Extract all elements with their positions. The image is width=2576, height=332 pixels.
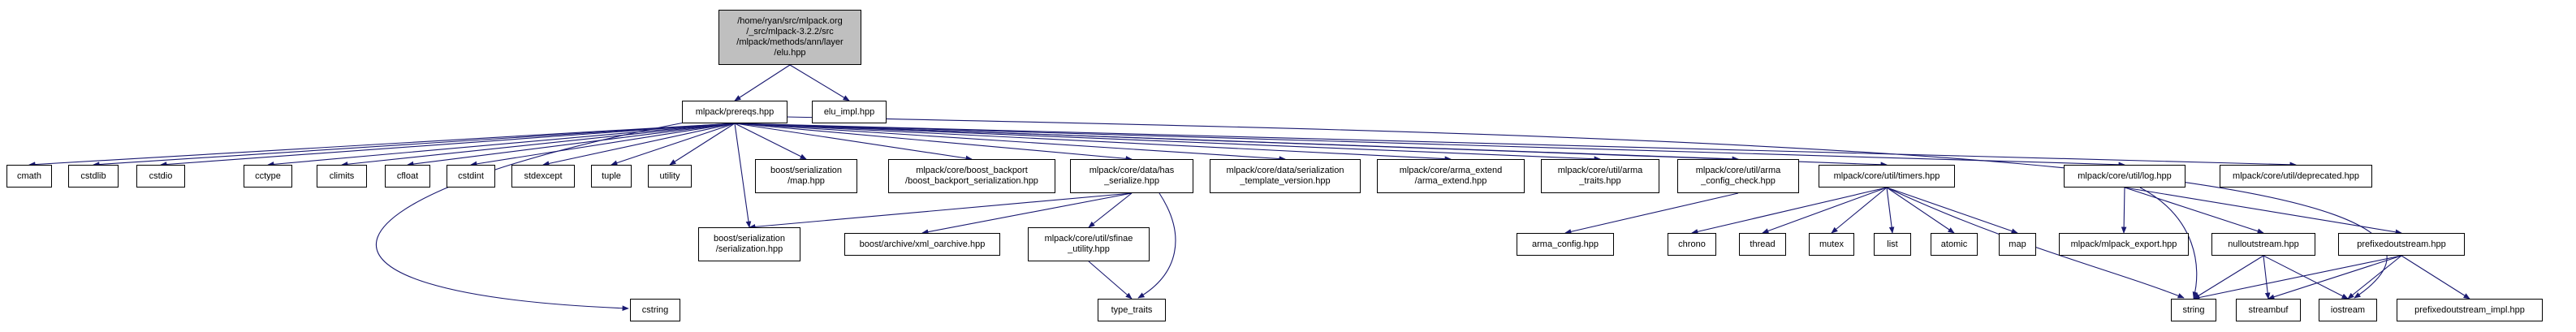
node-cstring: cstring xyxy=(630,299,680,321)
node-tuple: tuple xyxy=(591,165,632,188)
edge-timers-to-string xyxy=(1886,187,2185,299)
node-string: string xyxy=(2171,299,2216,321)
edge-sfinae_utility-to-type_traits xyxy=(1088,261,1133,300)
edge-arma_config_check-to-arma_config xyxy=(1564,192,1739,235)
edge-prereqs-to-deprecated xyxy=(734,123,2297,168)
edge-timers-to-thread xyxy=(1762,187,1888,234)
node-boost_ser_map: boost/serialization /map.hpp xyxy=(755,159,857,193)
node-map: map xyxy=(1999,233,2036,256)
edge-prereqs-to-iostream xyxy=(785,116,2388,299)
edge-timers-to-mutex xyxy=(1831,187,1888,234)
node-elu_impl[interactable]: elu_impl.hpp xyxy=(812,101,887,123)
node-list: list xyxy=(1874,233,1911,256)
edge-prefixedoutstream-to-string xyxy=(2193,255,2402,300)
edge-prereqs-to-has_serialize xyxy=(734,123,1133,162)
node-arma_extend[interactable]: mlpack/core/arma_extend /arma_extend.hpp xyxy=(1377,159,1525,193)
node-cstdint: cstdint xyxy=(447,165,495,188)
node-ser_template_version[interactable]: mlpack/core/data/serialization _template… xyxy=(1210,159,1361,193)
node-sfinae_utility[interactable]: mlpack/core/util/sfinae _utility.hpp xyxy=(1028,227,1150,261)
edge-log-to-mlpack_export xyxy=(2121,187,2127,234)
edge-prefixedoutstream-to-iostream xyxy=(2347,255,2402,300)
node-cstdio: cstdio xyxy=(136,165,185,188)
node-prefixedoutstream[interactable]: prefixedoutstream.hpp xyxy=(2338,233,2465,256)
node-thread: thread xyxy=(1739,233,1786,256)
node-cfloat: cfloat xyxy=(385,165,430,188)
node-elu: /home/ryan/src/mlpack.org /_src/mlpack-3… xyxy=(718,10,861,65)
edge-prereqs-to-utility xyxy=(669,123,736,166)
edge-prereqs-to-arma_extend xyxy=(734,123,1452,162)
node-deprecated[interactable]: mlpack/core/util/deprecated.hpp xyxy=(2220,165,2372,188)
node-cstdlib: cstdlib xyxy=(68,165,119,188)
edge-elu-to-elu_impl xyxy=(789,64,850,101)
edge-prefixedoutstream-to-streambuf xyxy=(2267,255,2402,300)
node-iostream: iostream xyxy=(2319,299,2377,321)
edge-has_serialize-to-xml_oarchive xyxy=(921,192,1133,235)
node-has_serialize[interactable]: mlpack/core/data/has _serialize.hpp xyxy=(1070,159,1193,193)
edge-log-to-string xyxy=(2139,187,2198,299)
node-atomic: atomic xyxy=(1931,233,1978,256)
node-timers[interactable]: mlpack/core/util/timers.hpp xyxy=(1819,165,1955,188)
node-log[interactable]: mlpack/core/util/log.hpp xyxy=(2064,165,2186,188)
node-cctype: cctype xyxy=(244,165,292,188)
edge-prereqs-to-cstdio xyxy=(160,123,736,167)
edge-elu-to-prereqs xyxy=(734,64,791,101)
edge-prereqs-to-timers xyxy=(734,123,1888,168)
edge-nulloutstream-to-iostream xyxy=(2263,255,2349,300)
edge-timers-to-map xyxy=(1886,187,2018,234)
edge-nulloutstream-to-streambuf xyxy=(2263,255,2271,300)
node-streambuf: streambuf xyxy=(2236,299,2301,321)
node-utility: utility xyxy=(648,165,692,188)
edge-prereqs-to-tuple xyxy=(611,123,736,166)
edge-prereqs-to-cctype xyxy=(267,123,736,167)
edge-prereqs-to-cstdlib xyxy=(93,123,736,167)
node-stdexcept: stdexcept xyxy=(511,165,575,188)
node-climits: climits xyxy=(317,165,367,188)
edge-prereqs-to-cstring xyxy=(376,121,689,312)
edge-prereqs-to-arma_traits xyxy=(734,123,1601,162)
edge-prereqs-to-cfloat xyxy=(407,123,736,167)
node-prefixedoutstream_impl[interactable]: prefixedoutstream_impl.hpp xyxy=(2397,299,2543,321)
edge-nulloutstream-to-string xyxy=(2193,255,2264,300)
edge-timers-to-list xyxy=(1886,187,1895,234)
node-type_traits: type_traits xyxy=(1098,299,1166,321)
edge-prereqs-to-boost_ser_serialization xyxy=(734,123,752,228)
edge-prereqs-to-climits xyxy=(341,123,736,167)
node-mutex: mutex xyxy=(1809,233,1854,256)
node-prereqs[interactable]: mlpack/prereqs.hpp xyxy=(682,101,787,123)
edge-prereqs-to-cmath xyxy=(28,123,736,167)
node-nulloutstream[interactable]: nulloutstream.hpp xyxy=(2211,233,2315,256)
node-arma_traits[interactable]: mlpack/core/util/arma _traits.hpp xyxy=(1541,159,1659,193)
edge-log-to-nulloutstream xyxy=(2124,187,2264,234)
edge-has_serialize-to-sfinae_utility xyxy=(1088,192,1133,228)
edge-prereqs-to-cstdint xyxy=(470,123,736,167)
edge-prereqs-to-boost_ser_map xyxy=(734,123,807,160)
node-boost_backport[interactable]: mlpack/core/boost_backport /boost_backpo… xyxy=(888,159,1055,193)
edge-prefixedoutstream-to-prefixedoutstream_impl xyxy=(2401,255,2470,300)
node-xml_oarchive: boost/archive/xml_oarchive.hpp xyxy=(844,233,1000,256)
edge-timers-to-chrono xyxy=(1691,187,1888,235)
node-arma_config_check[interactable]: mlpack/core/util/arma _config_check.hpp xyxy=(1677,159,1799,193)
node-boost_ser_serialization: boost/serialization /serialization.hpp xyxy=(698,227,800,261)
edge-prereqs-to-ser_template_version xyxy=(734,123,1286,162)
node-chrono: chrono xyxy=(1668,233,1716,256)
node-arma_config[interactable]: arma_config.hpp xyxy=(1517,233,1614,256)
edge-log-to-prefixedoutstream xyxy=(2124,187,2402,235)
edge-timers-to-atomic xyxy=(1886,187,1955,234)
edge-has_serialize-to-boost_ser_serialization xyxy=(749,192,1133,230)
edge-has_serialize-to-type_traits xyxy=(1137,192,1176,299)
edge-prereqs-to-stdexcept xyxy=(542,123,736,166)
node-mlpack_export[interactable]: mlpack/mlpack_export.hpp xyxy=(2059,233,2189,256)
edge-prereqs-to-log xyxy=(734,123,2125,168)
node-cmath: cmath xyxy=(6,165,52,188)
edge-prereqs-to-boost_backport xyxy=(734,123,973,162)
